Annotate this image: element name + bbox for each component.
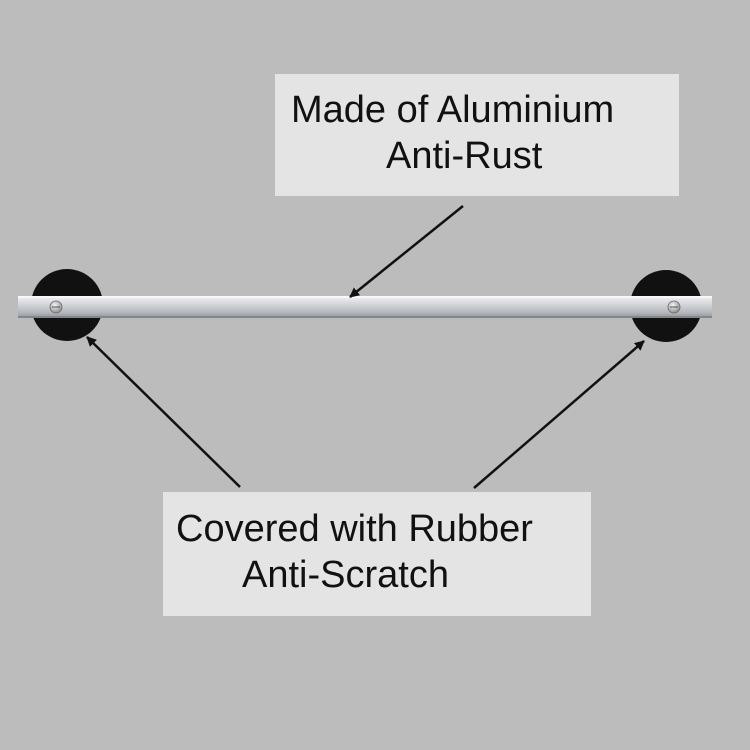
callout-subtitle: Anti-Rust xyxy=(386,135,543,177)
rubber-callout: Covered with Rubber Anti-Scratch xyxy=(163,492,591,616)
callout-title: Covered with Rubber xyxy=(176,508,533,550)
left-screw xyxy=(49,300,63,314)
callout-subtitle: Anti-Scratch xyxy=(242,554,449,596)
arrow-to-left-pad xyxy=(86,336,241,488)
arrow-to-right-pad xyxy=(473,340,645,489)
aluminium-bar xyxy=(18,296,712,318)
callout-title: Made of Aluminium xyxy=(291,89,615,131)
right-screw xyxy=(667,300,681,314)
arrow-to-bar xyxy=(349,205,464,298)
aluminium-callout: Made of Aluminium Anti-Rust xyxy=(275,74,679,196)
